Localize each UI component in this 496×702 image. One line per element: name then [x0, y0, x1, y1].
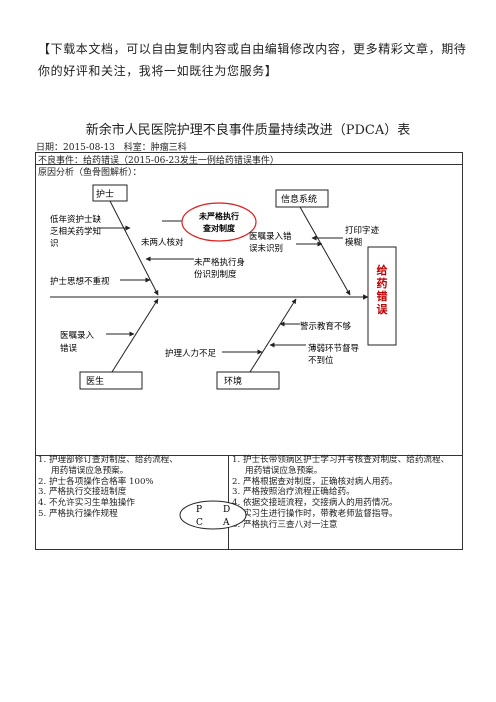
category-box-environment — [216, 371, 280, 390]
bone-nurse — [109, 200, 159, 296]
cause-not-valued: 护士思想不重视 — [50, 276, 110, 287]
bone-doctor — [111, 298, 159, 373]
target-item: 5. 严格执行操作规程 — [38, 509, 226, 520]
fishbone-head-char: 错 — [377, 289, 388, 303]
row-divider — [35, 164, 463, 165]
cause-order-entry: 医嘱录入错 — [249, 231, 292, 242]
action-text: 严格执行三查八对一注意 — [242, 519, 338, 530]
category-system-label: 信息系统 — [281, 193, 317, 205]
bone-system — [299, 206, 351, 296]
targets-list: 1. 护理部修订查对制度、给药流程、 用药错误应急预案。 2. 护士各项操作合格… — [38, 455, 226, 520]
pdca-circle — [179, 500, 247, 530]
fishbone-head-char: 药 — [377, 276, 388, 290]
target-item: 3. 严格执行交接班制度 — [38, 487, 226, 498]
action-num: 3. — [232, 487, 241, 498]
cause-low-seniority: 识 — [50, 239, 59, 249]
fishbone-head-box — [367, 246, 397, 346]
actions-list: 1. 护士长带领病区护士学习并考核查对制度、给药流程、 用药错误应急预案。 2.… — [232, 455, 461, 531]
pdca-c: C — [196, 518, 203, 528]
date-label: 日期：2015-08-13 — [36, 143, 115, 153]
cause-highlight: 查对制度 — [203, 223, 236, 233]
action-text: 用药错误应急预案。 — [245, 465, 323, 476]
target-item: 4. 不允许实习生单独操作 — [38, 498, 226, 509]
cause-order-entry: 误未识别 — [249, 243, 283, 254]
cause-warning-edu: 警示教育不够 — [300, 321, 352, 332]
fishbone-head-char: 给 — [377, 263, 388, 277]
cause-weak-supervision: 薄弱环节督导 — [308, 343, 360, 354]
action-text: 护士长带领病区护士学习并考核查对制度、给药流程、 — [242, 455, 450, 465]
target-text: 护理部修订查对制度、给药流程、 — [48, 455, 178, 465]
cause-print-blur: 模糊 — [345, 237, 362, 248]
pdca-cycle: P D C A — [179, 500, 247, 530]
target-text: 不允许实习生单独操作 — [48, 498, 135, 509]
action-num: 1. — [232, 455, 241, 465]
target-num: 4. — [38, 498, 47, 509]
target-num: 3. — [38, 487, 47, 498]
action-text: 依据交接班流程，交接病人的用药情况。 — [242, 498, 398, 509]
pdca-d: D — [223, 505, 230, 515]
event-label: 不良事件：给药错误（2015-06-23发生一例给药错误事件） — [38, 156, 279, 166]
action-item: 5. 实习生进行操作时，带教老师监督指导。 — [232, 509, 461, 520]
target-text: 严格执行操作规程 — [48, 508, 118, 519]
cause-doctor-entry: 医嘱录入 — [60, 331, 95, 341]
category-doctor-label: 医生 — [86, 375, 104, 387]
cause-identity: 未严格执行身 — [194, 257, 245, 268]
target-text: 护士各项操作合格率 100% — [48, 476, 154, 487]
category-environment-label: 环境 — [224, 375, 242, 387]
dept-label: 科室：肿瘤三科 — [123, 143, 187, 153]
bone-environment — [249, 298, 297, 373]
meta-line: 日期：2015-08-13 科室：肿瘤三科 — [36, 140, 193, 153]
row-divider — [35, 455, 463, 456]
category-nurse-label: 护士 — [96, 188, 114, 200]
target-item: 1. 护理部修订查对制度、给药流程、 — [38, 455, 226, 466]
target-num: 5. — [38, 508, 47, 519]
action-text: 严格根据查对制度，正确核对病人用药。 — [242, 476, 398, 487]
action-item: 4. 依据交接班流程，交接病人的用药情况。 — [232, 498, 461, 509]
cause-highlight: 未严格执行 — [198, 211, 239, 221]
cause-print-blur: 打印字迹 — [345, 225, 380, 236]
pdca-table — [35, 152, 463, 550]
analysis-label: 原因分析（鱼骨图解析）： — [38, 168, 142, 178]
cause-staff-short: 护理人力不足 — [165, 348, 217, 359]
target-text: 用药错误应急预案。 — [51, 465, 129, 476]
fishbone-head-char: 误 — [377, 302, 389, 316]
action-text: 严格按照治疗流程正确给药。 — [242, 487, 355, 498]
download-notice: 【下载本文档，可以自由复制内容或自由编辑修改内容，更多精彩文章，期待你的好评和关… — [38, 42, 467, 78]
cause-not-verified: 未两人核对 — [141, 237, 184, 248]
action-text: 实习生进行操作时，带教老师监督指导。 — [242, 508, 398, 519]
target-num: 2. — [38, 476, 47, 487]
pdca-p: P — [196, 505, 202, 515]
action-item: 2. 严格根据查对制度，正确核对病人用药。 — [232, 477, 461, 488]
target-num: 1. — [38, 455, 47, 465]
target-item: 2. 护士各项操作合格率 100% — [38, 477, 226, 488]
highlight-circle — [181, 202, 257, 242]
action-item: 6. 严格执行三查八对一注意 — [232, 520, 461, 531]
cause-weak-supervision: 不到位 — [308, 355, 334, 366]
cause-low-seniority: 低年资护士缺 — [50, 214, 102, 225]
action-num: 2. — [232, 476, 241, 487]
action-num: 4. — [232, 498, 241, 509]
category-box-doctor — [79, 371, 143, 390]
cause-identity: 份识别制度 — [194, 269, 237, 280]
cause-low-seniority: 乏相关药学知 — [50, 226, 101, 237]
action-item: 1. 护士长带领病区护士学习并考核查对制度、给药流程、 — [232, 455, 461, 466]
pdca-a: A — [222, 518, 230, 528]
target-text: 严格执行交接班制度 — [48, 487, 127, 498]
page-title: 新余市人民医院护理不良事件质量持续改进（PDCA）表 — [85, 123, 411, 138]
cause-doctor-entry: 错误 — [60, 343, 78, 354]
category-box-system — [275, 189, 329, 208]
action-item: 3. 严格按照治疗流程正确给药。 — [232, 487, 461, 498]
